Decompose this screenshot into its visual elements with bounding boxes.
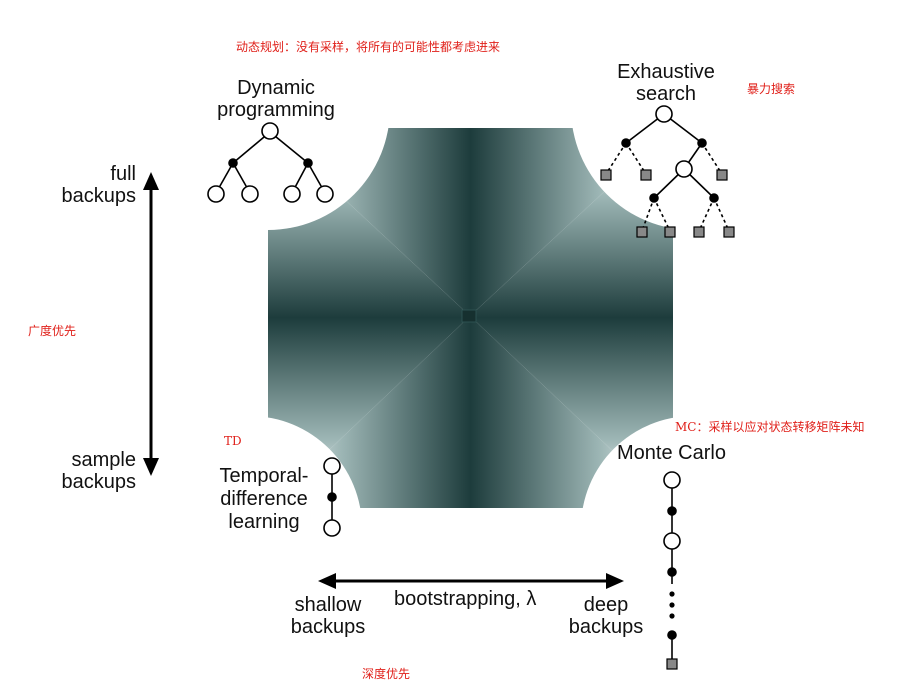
mc-backup-chain [663, 471, 681, 670]
corner-cutout-top-left [146, 0, 390, 230]
annotation-td: TD [224, 434, 242, 448]
label-monte-carlo: Monte Carlo [617, 442, 726, 464]
label-exhaustive-search: Exhaustive search [617, 61, 715, 105]
horizontal-axis-arrow [318, 573, 624, 589]
corner-cutout-top-right [571, 0, 815, 230]
vertical-axis-arrow [143, 172, 159, 476]
label-full-backups: full backups [61, 163, 137, 207]
label-bootstrapping: bootstrapping, λ [394, 588, 537, 610]
label-temporal-difference: Temporal- difference learning [219, 465, 309, 533]
label-sample-backups: sample backups [61, 449, 137, 493]
label-deep-backups: deep backups [568, 594, 644, 638]
dynamic-programming-tree [207, 122, 334, 203]
annotation-top: 动态规划：没有采样，将所有的可能性都考虑进来 [236, 40, 501, 54]
annotation-exhaustive: 暴力搜索 [747, 82, 796, 96]
label-shallow-backups: shallow backups [290, 594, 366, 638]
annotation-left: 广度优先 [28, 324, 77, 338]
td-backup-chain [323, 457, 341, 537]
corner-cutout-bottom-left [138, 416, 362, 640]
corner-cutout-bottom-right [581, 416, 805, 640]
annotation-bottom: 深度优先 [362, 667, 411, 681]
exhaustive-search-tree [600, 105, 735, 238]
annotation-mc: MC：采样以应对状态转移矩阵未知 [675, 420, 865, 434]
label-dynamic-programming: Dynamic programming [217, 77, 335, 121]
